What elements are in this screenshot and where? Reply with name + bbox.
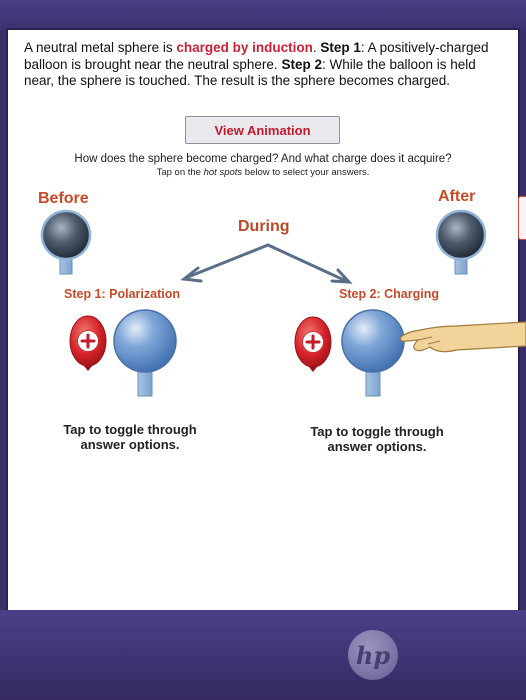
instruction-text: Tap on the hot spots below to select you… bbox=[156, 167, 370, 178]
step2-emphasis: Step 2 bbox=[281, 56, 322, 72]
step2-sphere-icon[interactable] bbox=[341, 309, 405, 397]
step2-charging-label: Step 2: Charging bbox=[339, 287, 440, 301]
view-animation-button[interactable]: View Animation bbox=[185, 116, 340, 144]
during-label: During bbox=[238, 218, 290, 235]
question-text: How does the sphere become charged? And … bbox=[74, 153, 452, 165]
step1-emphasis: Step 1 bbox=[320, 40, 361, 55]
step2-toggle-answer[interactable]: Tap to toggle through answer options. bbox=[310, 424, 444, 454]
charged-by-induction-emphasis: charged by induction bbox=[176, 40, 313, 55]
step1-sphere-icon[interactable] bbox=[113, 309, 177, 397]
intro-text: A neutral metal sphere is charged by ind… bbox=[24, 40, 489, 88]
monitor-bezel-bottom bbox=[0, 610, 526, 700]
before-label: Before bbox=[38, 190, 89, 207]
step1-polarization-label: Step 1: Polarization bbox=[64, 287, 180, 301]
hp-logo: hp bbox=[348, 630, 398, 680]
step1-toggle-answer[interactable]: Tap to toggle through answer options. bbox=[63, 422, 197, 452]
side-tab[interactable] bbox=[518, 196, 526, 240]
monitor-bezel-top bbox=[0, 0, 526, 30]
step2-balloon-icon[interactable] bbox=[294, 316, 332, 372]
step1-balloon-icon[interactable] bbox=[69, 315, 107, 371]
after-label: After bbox=[438, 188, 476, 205]
